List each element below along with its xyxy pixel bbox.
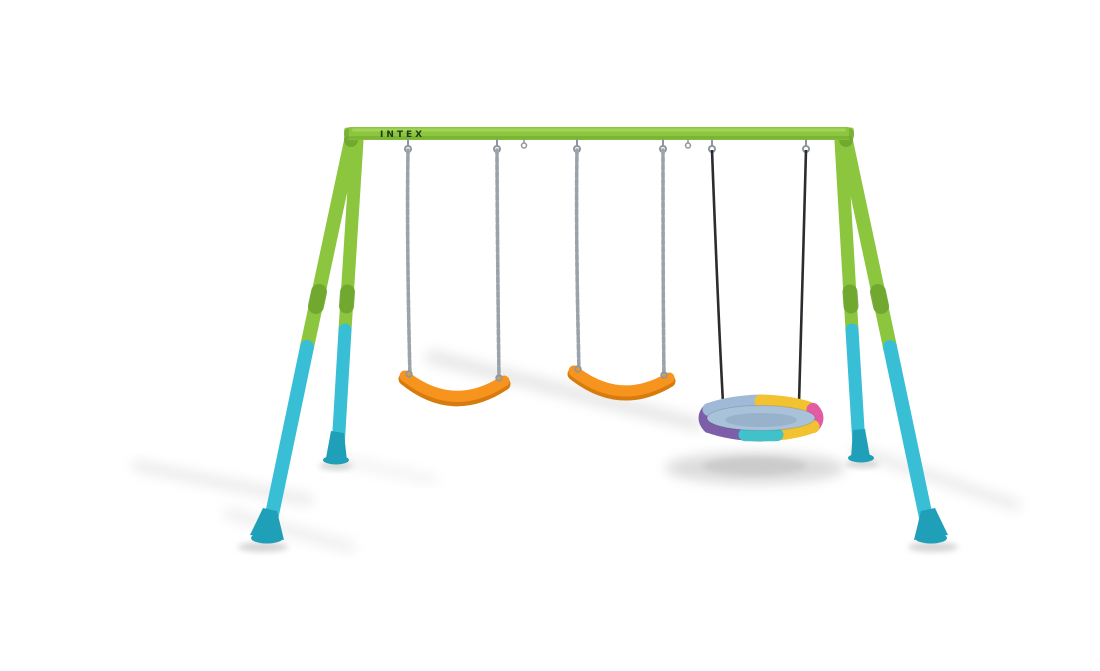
chain-left-links (574, 148, 581, 373)
saucer-rim (698, 394, 824, 442)
front-right-leg-sleeve (870, 284, 889, 314)
frame-rear-legs (323, 134, 874, 465)
frame-front-legs (250, 134, 948, 544)
rear-right-leg-sleeve (842, 284, 859, 314)
rear-right-leg-lower (845, 323, 866, 452)
rear-left-foot-shadow (319, 462, 353, 470)
rear-right-foot (851, 429, 870, 458)
seat-connector-left (574, 365, 582, 373)
saucer-center-shade (725, 413, 797, 427)
shadow-streak-right (850, 444, 1021, 511)
spare-hook (684, 139, 692, 149)
shadow-streak-midfield (425, 350, 703, 431)
rear-right-foot-base (848, 453, 874, 463)
saucer-swing (698, 149, 824, 442)
rear-left-leg-sleeve (339, 284, 355, 314)
seat-belt (399, 370, 510, 402)
top-bar-end-cap-left (344, 127, 349, 140)
rope-right (797, 149, 808, 404)
front-right-leg-lower (883, 340, 934, 529)
chain-left-links (405, 148, 412, 378)
seat-connector-left (405, 370, 413, 378)
ground-shadows (132, 350, 1021, 553)
front-left-leg-lower (263, 340, 314, 531)
belt-swing-2 (567, 148, 676, 401)
front-right-foot-shadow (908, 542, 958, 552)
brand-logo-text: INTEX (380, 130, 425, 140)
chain-right-links (495, 148, 501, 382)
chain-right-links (661, 148, 666, 379)
top-bar-shade (346, 136, 852, 140)
rear-right-foot-shadow (845, 460, 879, 468)
belt-swing-1 (398, 148, 511, 407)
rear-left-foot-base (323, 455, 349, 465)
front-left-foot-shadow (238, 542, 288, 552)
front-right-foot-base (915, 532, 947, 544)
rope-left (710, 149, 725, 404)
front-left-foot-base (251, 532, 283, 544)
saucer-center-outline (706, 405, 816, 431)
shadow-streak-rear-left (337, 455, 437, 485)
front-left-leg-sleeve (308, 284, 327, 314)
top-bar-end-cap-right (849, 127, 854, 140)
saucer-ground-shadow-core (703, 457, 807, 475)
rear-left-foot (326, 431, 347, 461)
front-right-foot (914, 508, 948, 540)
spare-hook (520, 139, 528, 149)
seat-connector-right (495, 374, 503, 382)
shadow-streak-left-lower (224, 508, 356, 553)
hanger-hooks (404, 139, 810, 153)
front-left-foot (250, 508, 284, 540)
rear-left-leg-lower (331, 323, 352, 455)
seat-connector-right (660, 371, 668, 379)
top-bar-highlight (352, 128, 846, 132)
seat-belt (568, 365, 675, 397)
top-bar: INTEX (344, 127, 854, 147)
